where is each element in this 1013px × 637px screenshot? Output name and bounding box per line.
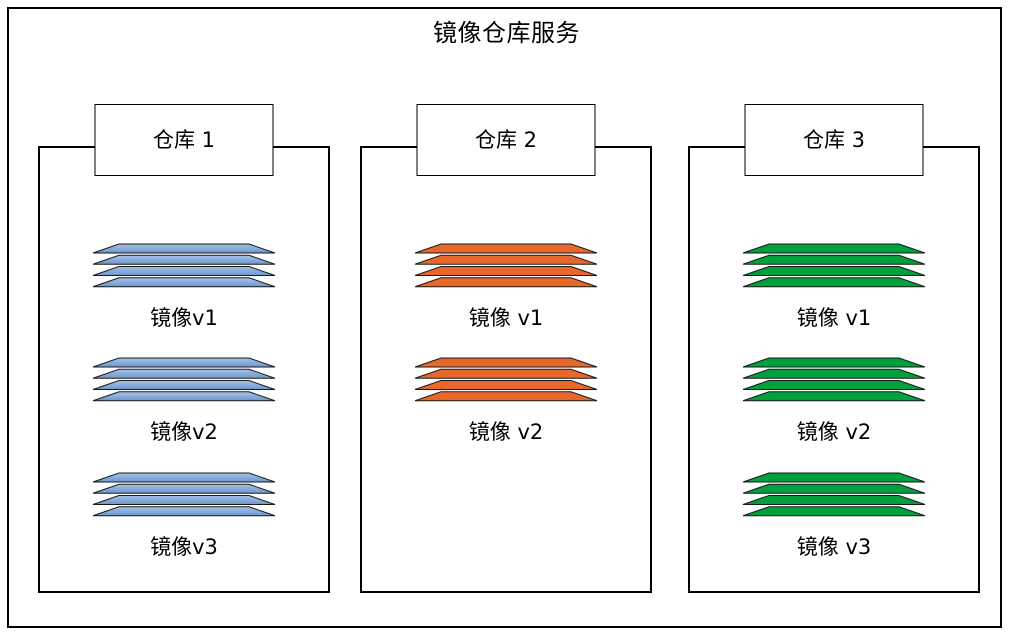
repository-1: 仓库 1 镜像v1 镜像v2 镜像v3 [38,104,330,593]
image-item[interactable]: 镜像 v2 [401,356,611,446]
image-item[interactable]: 镜像 v1 [729,242,939,332]
image-layers-icon [414,356,598,412]
image-label: 镜像v2 [150,420,218,444]
image-label: 镜像v1 [150,306,218,330]
image-layers-icon [414,242,598,298]
repository-3: 仓库 3 镜像 v1 镜像 v2 镜像 v3 [688,104,980,593]
repository-2: 仓库 2 镜像 v1 镜像 v2 [360,104,652,593]
image-item[interactable]: 镜像v1 [79,242,289,332]
image-item[interactable]: 镜像v2 [79,356,289,446]
image-label: 镜像v3 [150,535,218,559]
repository-header[interactable]: 仓库 3 [744,104,924,176]
image-layers-icon [92,356,276,412]
image-layers-icon [742,356,926,412]
image-item[interactable]: 镜像 v2 [729,356,939,446]
image-layers-icon [92,471,276,527]
repository-header[interactable]: 仓库 2 [416,104,596,176]
image-list: 镜像v1 镜像v2 镜像v3 [38,146,330,593]
image-item[interactable]: 镜像v3 [79,471,289,561]
image-layers-icon [742,471,926,527]
image-label: 镜像 v3 [796,535,872,559]
repository-header-label: 仓库 3 [802,128,866,152]
repository-header-label: 仓库 2 [474,128,538,152]
image-item[interactable]: 镜像 v1 [401,242,611,332]
image-item[interactable]: 镜像 v3 [729,471,939,561]
repository-header-label: 仓库 1 [152,128,216,152]
image-label: 镜像 v1 [468,306,544,330]
repository-header[interactable]: 仓库 1 [94,104,274,176]
page-title: 镜像仓库服务 [433,19,580,47]
image-label: 镜像 v2 [796,420,872,444]
image-list: 镜像 v1 镜像 v2 [360,146,652,593]
image-layers-icon [92,242,276,298]
image-layers-icon [742,242,926,298]
image-label: 镜像 v1 [796,306,872,330]
image-label: 镜像 v2 [468,420,544,444]
image-list: 镜像 v1 镜像 v2 镜像 v3 [688,146,980,593]
